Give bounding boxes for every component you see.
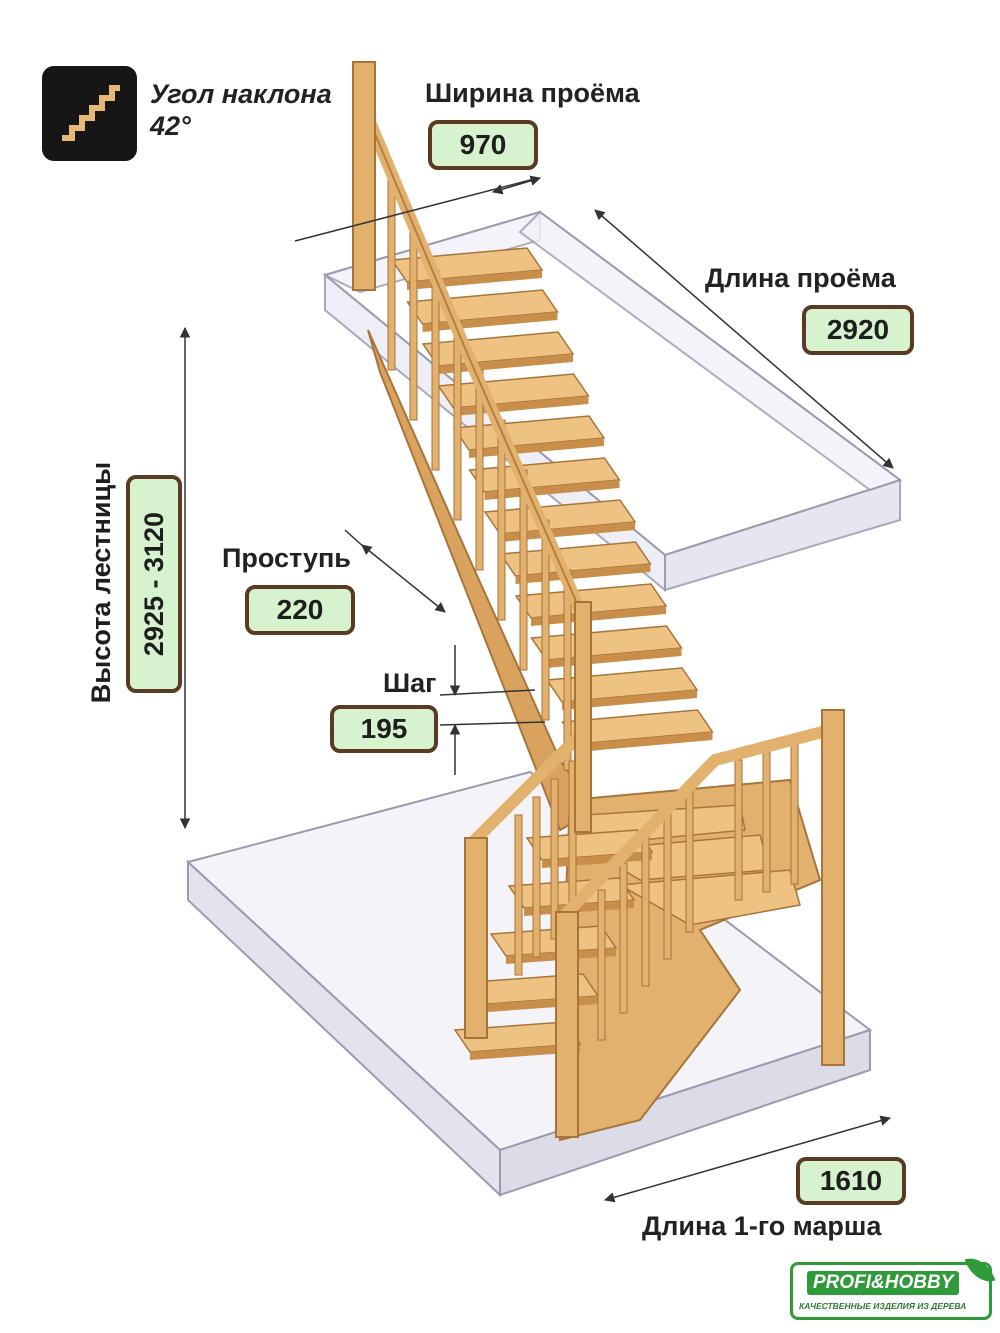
upper-tread-nosing xyxy=(562,690,697,710)
dim-opening-width-ext xyxy=(294,177,539,242)
slope-angle-value: 42° xyxy=(150,111,191,142)
dimension-lines xyxy=(179,175,894,1203)
baluster xyxy=(790,743,799,885)
opening-length-value: 2920 xyxy=(802,305,914,355)
dim-opening-length xyxy=(594,209,894,469)
baluster xyxy=(514,814,523,976)
brand-logo: PROFI&HOBBY КАЧЕСТВЕННЫЕ ИЗДЕЛИЯ ИЗ ДЕРЕ… xyxy=(790,1252,996,1320)
dim-step-ext-2 xyxy=(439,721,546,726)
baluster xyxy=(762,751,771,893)
baluster xyxy=(387,169,396,371)
dim-step-ext-1 xyxy=(439,689,536,696)
upper-tread-nosing xyxy=(500,522,635,542)
balusters xyxy=(387,169,799,1041)
slope-angle: Угол наклона 42° xyxy=(150,78,332,143)
baluster xyxy=(663,808,672,960)
opening-width-label: Ширина проёма xyxy=(425,78,640,108)
stair-height-badge: 2925 - 3120 xyxy=(126,475,182,693)
dim-tread-ext xyxy=(344,529,366,549)
brand-slogan: КАЧЕСТВЕННЫЕ ИЗДЕЛИЯ ИЗ ДЕРЕВА xyxy=(799,1301,967,1311)
step-value: 195 xyxy=(330,705,438,753)
baluster xyxy=(685,781,694,933)
first-flight-value: 1610 xyxy=(796,1157,906,1205)
handrails xyxy=(359,104,836,926)
dim-opening-width xyxy=(491,175,542,195)
tread-label: Проступь xyxy=(222,543,351,573)
newel-posts xyxy=(352,61,845,1138)
stair-height-label: Высота лестницы xyxy=(86,461,116,704)
stair-angle-icon xyxy=(42,66,137,161)
baluster xyxy=(550,778,559,940)
upper-tread-nosing xyxy=(484,480,620,500)
baluster xyxy=(734,759,743,901)
baluster xyxy=(597,889,606,1041)
brand-name: PROFI&HOBBY xyxy=(807,1271,960,1295)
first-flight-label: Длина 1-го марша xyxy=(642,1211,882,1241)
baluster xyxy=(619,862,628,1014)
upper-tread-nosing xyxy=(577,732,713,752)
lower-tread-nosing xyxy=(470,1044,580,1060)
dim-tread xyxy=(361,544,446,613)
baluster xyxy=(641,835,650,987)
baluster xyxy=(532,796,541,958)
baluster xyxy=(431,269,440,471)
opening-width-value: 970 xyxy=(428,120,538,170)
dim-flight xyxy=(603,1115,892,1203)
stair-height: Высота лестницы 2925 - 3120 xyxy=(82,455,192,710)
opening-length-label: Длина проёма xyxy=(705,263,896,293)
slope-angle-title: Угол наклона xyxy=(150,79,332,109)
tread-value: 220 xyxy=(245,585,355,635)
baluster xyxy=(409,219,418,421)
step-label: Шаг xyxy=(383,668,437,698)
stair-height-value: 2925 - 3120 xyxy=(139,511,169,657)
